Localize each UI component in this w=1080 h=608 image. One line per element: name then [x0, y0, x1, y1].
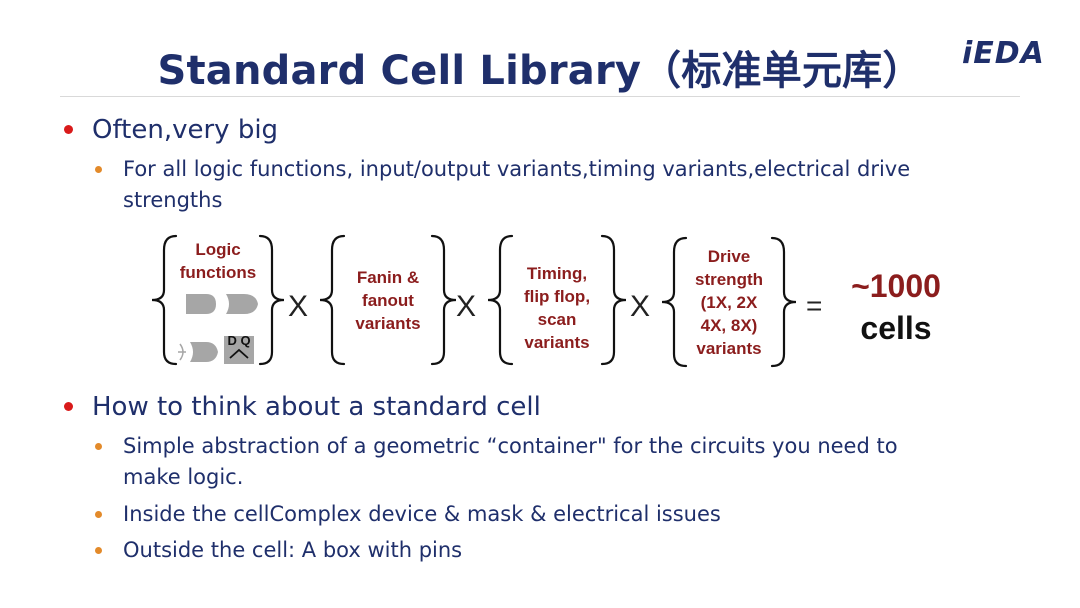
title-divider	[60, 96, 1020, 97]
box-drive-strength: Drive strength (1X, 2X 4X, 8X) variants	[695, 247, 763, 358]
logic-gate-icons	[186, 294, 258, 362]
bullet-often-very-big: Often,very big	[64, 115, 279, 145]
bullet-how-to-think: How to think about a standard cell	[64, 392, 541, 422]
sub-bullet-outside-cell: Outside the cell: A box with pins	[95, 535, 463, 566]
box-logic-functions: Logic functions	[179, 240, 257, 282]
slide-title: Standard Cell Library（标准单元库）	[157, 48, 923, 94]
flip-flop-dq-label: D Q	[227, 333, 251, 348]
ieda-logo: iEDA	[962, 36, 1045, 71]
box-fanin-fanout: Fanin & fanout variants	[355, 268, 421, 333]
times-symbol-2: X	[456, 290, 477, 323]
result-value: ~1000	[851, 268, 941, 304]
result-unit: cells	[860, 310, 932, 346]
sub-bullet-dot	[95, 443, 102, 450]
equals-symbol: =	[806, 290, 823, 321]
sub-bullet-variants: For all logic functions, input/output va…	[95, 154, 943, 216]
sub-bullet-abstraction: Simple abstraction of a geometric “conta…	[95, 431, 943, 493]
sub-bullet-text: Inside the cellComplex device & mask & e…	[123, 502, 721, 526]
times-symbol-1: X	[288, 290, 309, 323]
times-symbol-3: X	[630, 290, 651, 323]
bullet-dot	[64, 402, 73, 411]
sub-bullet-dot	[95, 547, 102, 554]
sub-bullet-text: For all logic functions, input/output va…	[123, 157, 911, 212]
box-timing-variants: Timing, flip flop, scan variants	[523, 264, 591, 352]
sub-bullet-text: Simple abstraction of a geometric “conta…	[123, 434, 898, 489]
bullet-dot	[64, 125, 73, 134]
bullet-text: How to think about a standard cell	[92, 392, 541, 422]
sub-bullet-dot	[95, 511, 102, 518]
bullet-text: Often,very big	[92, 115, 279, 145]
sub-bullet-dot	[95, 166, 102, 173]
sub-bullet-inside-cell: Inside the cellComplex device & mask & e…	[95, 499, 721, 530]
sub-bullet-text: Outside the cell: A box with pins	[123, 538, 463, 562]
